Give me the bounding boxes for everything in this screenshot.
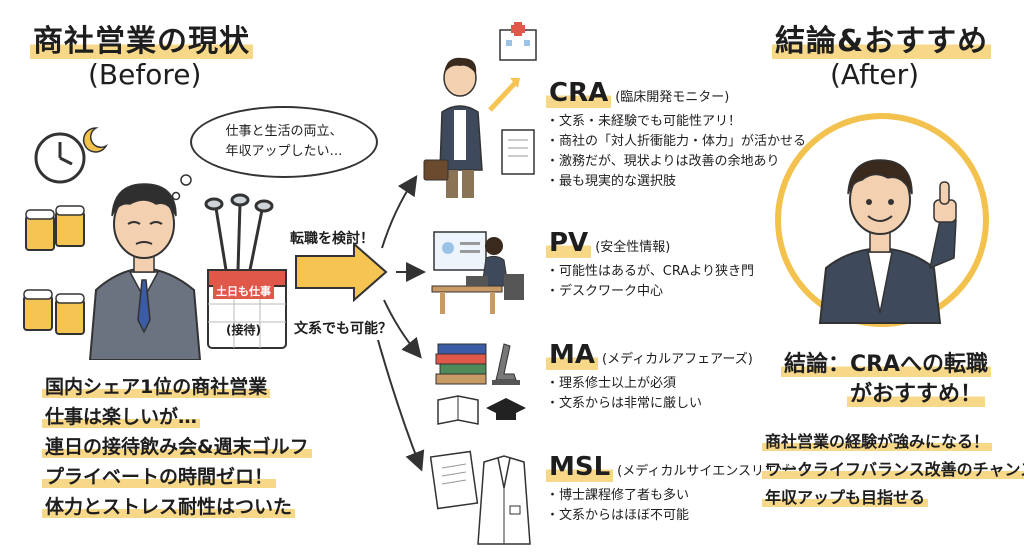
after-item: 年収アップも目指せる (762, 484, 1024, 512)
before-item: 体力とストレス耐性はついた (42, 492, 312, 522)
after-item: ワークライフバランス改善のチャンス (762, 456, 1024, 484)
option-heading: CRA(臨床開発モニター) (546, 78, 806, 108)
before-item: 連日の接待飲み会&週末ゴルフ (42, 432, 312, 462)
option-points: 理系修士以上が必須 文系からは非常に厳しい (546, 374, 753, 414)
option-ma: MA(メディカルアフェアーズ) 理系修士以上が必須 文系からは非常に厳しい (546, 340, 753, 414)
option-point: 博士課程修了者も多い (546, 486, 808, 506)
tired-salesman-illustration (23, 127, 287, 360)
golf-clubs-icon (204, 193, 274, 271)
hospital-icon (499, 22, 537, 61)
conclusion-heading: 結論：CRAへの転職 がおすすめ！ (758, 350, 1014, 410)
option-point: 最も現実的な選択肢 (546, 172, 806, 192)
after-item: 商社営業の経験が強みになる！ (762, 428, 1024, 456)
beer-mug-icon (23, 205, 85, 335)
before-item: 国内シェア1位の商社営業 (42, 372, 312, 402)
after-title: 結論&おすすめ (772, 16, 992, 60)
happy-person-illustration (775, 113, 989, 327)
pv-illustration (431, 231, 524, 314)
option-point: 理系修士以上が必須 (546, 374, 753, 394)
thumbs-up-icon (928, 181, 957, 270)
option-heading: MSL(メディカルサイエンスリエゾン) (546, 452, 808, 482)
branch-arrows (295, 175, 426, 472)
ma-illustration (435, 343, 526, 425)
after-subtitle: (After) (830, 58, 920, 91)
option-heading: MA(メディカルアフェアーズ) (546, 340, 753, 370)
thought-line-1: 仕事と生活の両立、 (225, 124, 343, 139)
conclusion-line-2: がおすすめ！ (846, 382, 985, 407)
big-arrow-icon (295, 241, 388, 303)
option-pv: PV(安全性情報) 可能性はあるが、CRAより狭き門 デスクワーク中心 (546, 228, 754, 302)
thought-line-2: 年収アップしたい… (225, 144, 343, 159)
before-item: 仕事は楽しいが… (42, 402, 312, 432)
after-list: 商社営業の経験が強みになる！ ワークライフバランス改善のチャンス 年収アップも目… (762, 428, 1024, 512)
tired-person (88, 183, 202, 360)
option-point: 商社の「対人折衝能力・体力」が活かせる (546, 132, 806, 152)
option-point: 文系からは非常に厳しい (546, 394, 753, 414)
option-point: 激務だが、現状よりは改善の余地あり (546, 152, 806, 172)
option-point: 文系からはほぼ不可能 (546, 506, 808, 526)
conclusion-line-1: 結論：CRAへの転職 (780, 352, 992, 377)
clock-icon (34, 132, 86, 184)
thought-bubble: 仕事と生活の両立、 年収アップしたい… (190, 106, 378, 178)
option-point: 文系・未経験でも可能性アリ！ (546, 112, 806, 132)
moon-icon (82, 127, 109, 153)
calendar-top-label: 土日も仕事 (213, 283, 274, 299)
before-subtitle: (Before) (88, 58, 202, 91)
option-points: 文系・未経験でも可能性アリ！ 商社の「対人折衝能力・体力」が活かせる 激務だが、… (546, 112, 806, 192)
arrow-label-possible: 文系でも可能？ (294, 321, 392, 337)
before-list: 国内シェア1位の商社営業 仕事は楽しいが… 連日の接待飲み会&週末ゴルフ プライ… (42, 372, 312, 522)
calendar-bottom-label: (接待) (226, 323, 261, 337)
option-heading: PV(安全性情報) (546, 228, 754, 258)
option-msl: MSL(メディカルサイエンスリエゾン) 博士課程修了者も多い 文系からはほぼ不可… (546, 452, 808, 526)
before-item: プライベートの時間ゼロ！ (42, 462, 312, 492)
option-cra: CRA(臨床開発モニター) 文系・未経験でも可能性アリ！ 商社の「対人折衝能力・… (546, 78, 806, 192)
before-title: 商社営業の現状 (30, 16, 253, 60)
option-points: 博士課程修了者も多い 文系からはほぼ不可能 (546, 486, 808, 526)
option-point: デスクワーク中心 (546, 282, 754, 302)
option-point: 可能性はあるが、CRAより狭き門 (546, 262, 754, 282)
msl-illustration (430, 450, 531, 545)
happy-person (818, 159, 942, 324)
option-points: 可能性はあるが、CRAより狭き門 デスクワーク中心 (546, 262, 754, 302)
cra-illustration (423, 22, 537, 198)
